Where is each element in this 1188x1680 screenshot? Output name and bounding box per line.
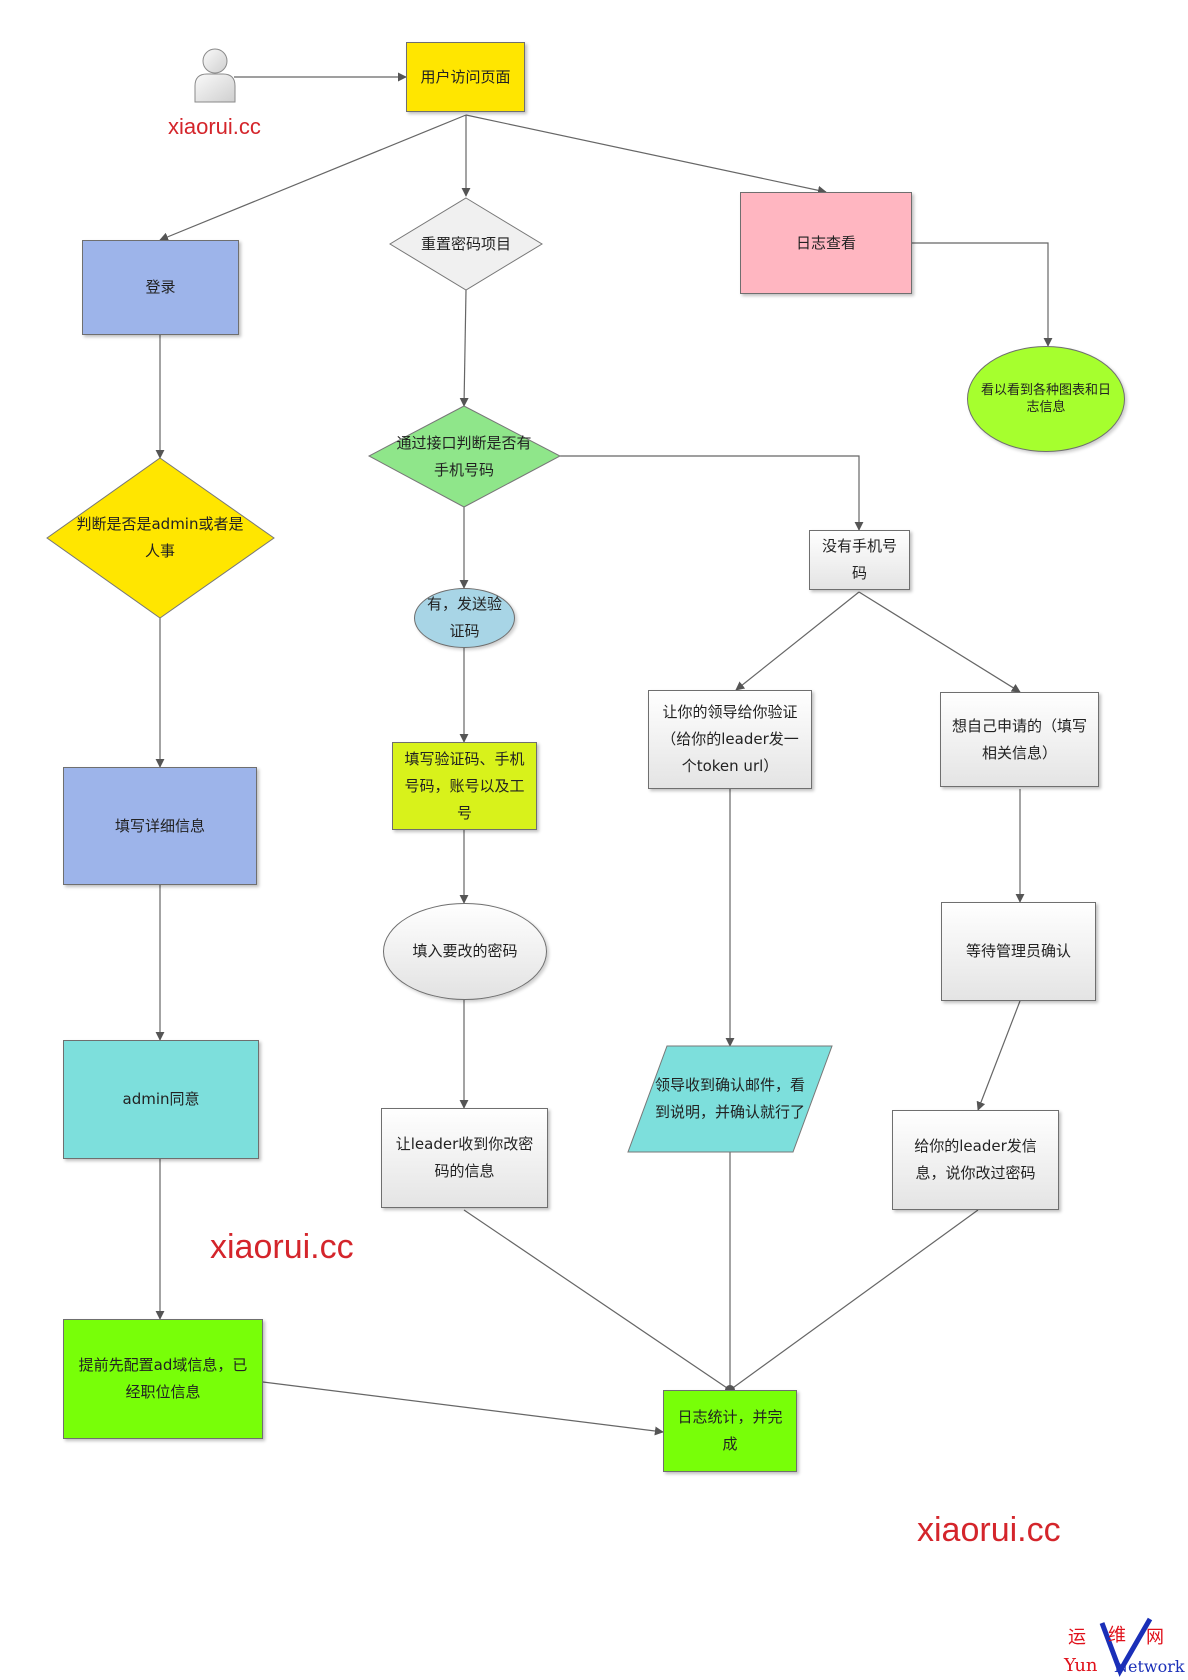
node-wait-admin: 等待管理员确认 xyxy=(941,902,1096,1001)
node-no-phone: 没有手机号码 xyxy=(809,530,910,590)
diamond-check-phone xyxy=(367,405,562,508)
node-reset-password-label: 重置密码项目 xyxy=(420,234,511,253)
node-leader-notified-label: 让leader收到你改密码的信息 xyxy=(395,1135,534,1180)
node-leader-email: 领导收到确认邮件，看到说明，并确认就行了 xyxy=(652,1056,808,1142)
node-view-charts: 看以看到各种图表和日志信息 xyxy=(967,346,1125,452)
node-send-code: 有，发送验证码 xyxy=(414,588,515,648)
node-preconfig-ad-label: 提前先配置ad域信息，已经职位信息 xyxy=(78,1356,248,1401)
node-leader-verify-label: 让你的领导给你验证（给你的leader发一个token url） xyxy=(661,703,799,775)
node-wait-admin-label: 等待管理员确认 xyxy=(965,942,1071,960)
edge-no-phone-to-self-apply xyxy=(858,591,1021,693)
node-self-apply: 想自己申请的（填写相关信息） xyxy=(940,692,1099,787)
node-login: 登录 xyxy=(82,240,239,335)
node-log-stats-label: 日志统计，并完成 xyxy=(677,1408,783,1453)
node-enter-new-password: 填入要改的密码 xyxy=(383,903,547,1000)
watermark-top: xiaorui.cc xyxy=(168,114,261,139)
yunwei-logo: 运 维 网 Yun Network xyxy=(1064,1615,1188,1680)
node-self-apply-label: 想自己申请的（填写相关信息） xyxy=(951,716,1087,762)
edge-logview-to-charts xyxy=(912,242,1053,347)
logo-network: Network xyxy=(1114,1657,1185,1676)
watermark-middle: xiaorui.cc xyxy=(210,1228,354,1266)
diamond-check-admin xyxy=(46,457,275,619)
edge-visit-to-logview xyxy=(465,114,827,195)
edge-wait-to-send-leader-msg xyxy=(976,1000,1021,1111)
node-reset-password: 重置密码项目 xyxy=(392,226,540,262)
node-user-visit-label: 用户访问页面 xyxy=(420,67,511,86)
node-fill-code: 填写验证码、手机号码，账号以及工号 xyxy=(392,742,537,830)
node-fill-details-label: 填写详细信息 xyxy=(114,816,205,835)
logo-char-3: 网 xyxy=(1146,1627,1164,1648)
node-fill-code-label: 填写验证码、手机号码，账号以及工号 xyxy=(404,749,525,822)
node-login-label: 登录 xyxy=(145,278,176,296)
node-send-leader-msg: 给你的leader发信息，说你改过密码 xyxy=(892,1110,1059,1210)
node-admin-agree: admin同意 xyxy=(63,1040,259,1159)
edge-preconfig-to-log-stats xyxy=(262,1381,664,1436)
node-check-admin-label: 判断是否是admin或者是人事 xyxy=(76,515,244,560)
edge-check-phone-to-no-phone xyxy=(560,455,864,531)
node-leader-email-label: 领导收到确认邮件，看到说明，并确认就行了 xyxy=(654,1076,805,1121)
logo-char-1: 运 xyxy=(1068,1627,1086,1648)
edge-no-phone-to-leader-verify xyxy=(735,591,860,691)
node-enter-new-password-label: 填入要改的密码 xyxy=(412,942,518,960)
node-send-code-label: 有，发送验证码 xyxy=(426,595,502,640)
edge-visit-to-login xyxy=(159,114,467,242)
node-log-view-label: 日志查看 xyxy=(795,233,856,252)
node-no-phone-label: 没有手机号码 xyxy=(821,537,897,582)
watermark-bottom: xiaorui.cc xyxy=(917,1511,1061,1549)
edge-reset-to-check-phone xyxy=(459,289,469,407)
node-log-stats: 日志统计，并完成 xyxy=(663,1390,797,1472)
node-admin-agree-label: admin同意 xyxy=(122,1090,200,1108)
node-send-leader-msg-label: 给你的leader发信息，说你改过密码 xyxy=(914,1137,1037,1182)
edge-leader-notified-to-log-stats xyxy=(463,1209,731,1391)
node-preconfig-ad: 提前先配置ad域信息，已经职位信息 xyxy=(63,1319,263,1439)
logo-v-mark xyxy=(1099,1617,1153,1677)
logo-char-2: 维 xyxy=(1108,1625,1126,1646)
node-log-view: 日志查看 xyxy=(740,192,912,294)
node-check-admin: 判断是否是admin或者是人事 xyxy=(74,508,246,568)
node-check-phone-label: 通过接口判断是否有手机号码 xyxy=(396,434,532,479)
edge-send-leader-msg-to-log-stats xyxy=(729,1209,979,1391)
parallelogram-leader-email xyxy=(627,1045,833,1153)
logo-yun: Yun xyxy=(1064,1655,1098,1676)
user-icon xyxy=(194,48,236,103)
diamond-reset-password xyxy=(389,197,543,291)
node-leader-notified: 让leader收到你改密码的信息 xyxy=(381,1108,548,1208)
node-leader-verify: 让你的领导给你验证（给你的leader发一个token url） xyxy=(648,690,812,789)
node-fill-details: 填写详细信息 xyxy=(63,767,257,885)
node-check-phone: 通过接口判断是否有手机号码 xyxy=(394,428,534,486)
node-user-visit: 用户访问页面 xyxy=(406,42,525,112)
node-view-charts-label: 看以看到各种图表和日志信息 xyxy=(980,383,1111,415)
